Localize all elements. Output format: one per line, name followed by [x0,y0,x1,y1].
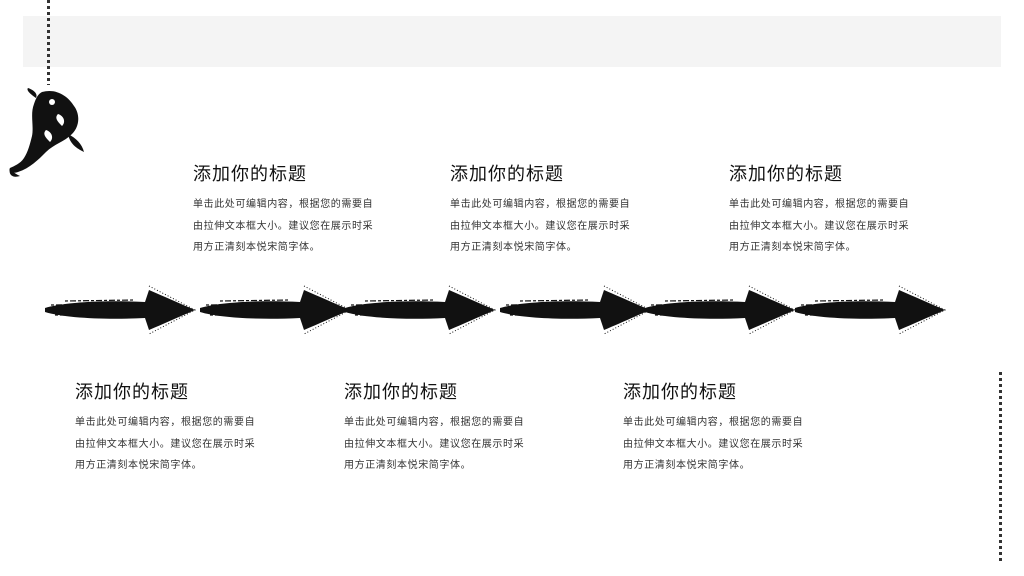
block-body[interactable]: 单击此处可编辑内容，根据您的需要自 由拉伸文本框大小。建议您在展示时采 用方正清… [75,412,295,477]
block-title[interactable]: 添加你的标题 [623,382,737,403]
block-title[interactable]: 添加你的标题 [450,164,564,185]
body-line: 单击此处可编辑内容，根据您的需要自 [729,199,910,210]
block-title[interactable]: 添加你的标题 [729,164,843,185]
block-body[interactable]: 单击此处可编辑内容，根据您的需要自 由拉伸文本框大小。建议您在展示时采 用方正清… [450,194,670,259]
body-line: 由拉伸文本框大小。建议您在展示时采 [193,220,374,232]
brush-arrow-icon [199,285,351,335]
block-title[interactable]: 添加你的标题 [344,382,458,403]
block-title[interactable]: 添加你的标题 [75,382,189,403]
block-body[interactable]: 单击此处可编辑内容，根据您的需要自 由拉伸文本框大小。建议您在展示时采 用方正清… [729,194,949,259]
content-block: 添加你的标题 单击此处可编辑内容，根据您的需要自 由拉伸文本框大小。建议您在展示… [75,378,295,477]
arrow-row [44,285,946,335]
body-line: 单击此处可编辑内容，根据您的需要自 [623,417,804,428]
content-block: 添加你的标题 单击此处可编辑内容，根据您的需要自 由拉伸文本框大小。建议您在展示… [450,160,670,259]
brush-arrow-icon [644,285,796,335]
body-line: 用方正清刻本悦宋简字体。 [729,242,857,253]
body-line: 单击此处可编辑内容，根据您的需要自 [344,417,525,428]
content-block: 添加你的标题 单击此处可编辑内容，根据您的需要自 由拉伸文本框大小。建议您在展示… [729,160,949,259]
body-line: 用方正清刻本悦宋简字体。 [193,242,321,253]
dotted-line-right [999,372,1002,562]
brush-arrow-icon [344,285,496,335]
body-line: 用方正清刻本悦宋简字体。 [75,460,203,471]
body-line: 用方正清刻本悦宋简字体。 [623,460,751,471]
block-body[interactable]: 单击此处可编辑内容，根据您的需要自 由拉伸文本框大小。建议您在展示时采 用方正清… [193,194,413,259]
koi-fish-icon [9,88,84,177]
body-line: 单击此处可编辑内容，根据您的需要自 [450,199,631,210]
body-line: 由拉伸文本框大小。建议您在展示时采 [450,220,631,232]
brush-arrow-icon [44,285,196,335]
header-band [23,16,1001,67]
dotted-line-top [47,0,50,85]
body-line: 单击此处可编辑内容，根据您的需要自 [75,417,256,428]
body-line: 由拉伸文本框大小。建议您在展示时采 [623,438,804,450]
content-block: 添加你的标题 单击此处可编辑内容，根据您的需要自 由拉伸文本框大小。建议您在展示… [193,160,413,259]
brush-arrow-icon [794,285,946,335]
content-block: 添加你的标题 单击此处可编辑内容，根据您的需要自 由拉伸文本框大小。建议您在展示… [623,378,843,477]
body-line: 用方正清刻本悦宋简字体。 [450,242,578,253]
content-block: 添加你的标题 单击此处可编辑内容，根据您的需要自 由拉伸文本框大小。建议您在展示… [344,378,564,477]
body-line: 由拉伸文本框大小。建议您在展示时采 [729,220,910,232]
block-body[interactable]: 单击此处可编辑内容，根据您的需要自 由拉伸文本框大小。建议您在展示时采 用方正清… [623,412,843,477]
body-line: 用方正清刻本悦宋简字体。 [344,460,472,471]
brush-arrow-icon [499,285,651,335]
block-body[interactable]: 单击此处可编辑内容，根据您的需要自 由拉伸文本框大小。建议您在展示时采 用方正清… [344,412,564,477]
body-line: 单击此处可编辑内容，根据您的需要自 [193,199,374,210]
body-line: 由拉伸文本框大小。建议您在展示时采 [344,438,525,450]
block-title[interactable]: 添加你的标题 [193,164,307,185]
body-line: 由拉伸文本框大小。建议您在展示时采 [75,438,256,450]
